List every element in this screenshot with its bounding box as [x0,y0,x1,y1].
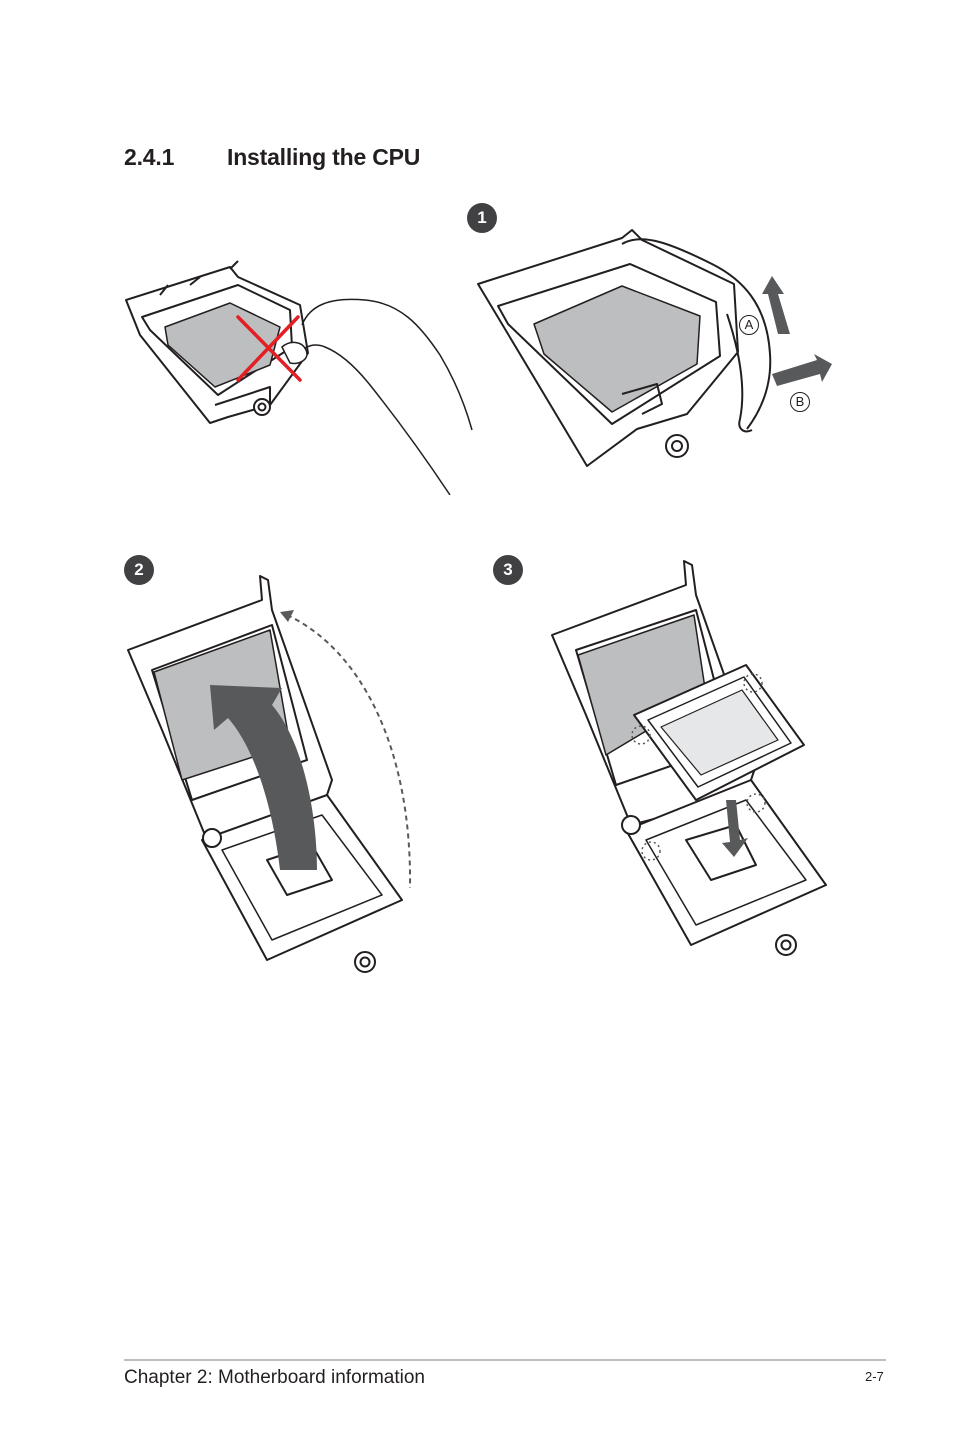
step-2-illustration [127,575,412,973]
step-1-illustration [477,229,832,467]
footer-chapter: Chapter 2: Motherboard information [124,1367,425,1388]
footer-divider [124,1359,886,1361]
lift-arrow [210,685,317,870]
arrow-right [772,354,832,386]
arrow-up [762,276,790,334]
warning-illustration [125,260,473,495]
step-1-badge: 1 [467,203,497,233]
section-number: 2.4.1 [124,144,175,170]
step-3-illustration [551,560,827,956]
insert-arrow [722,800,748,857]
step-1-arrows [762,276,832,386]
step-3-badge: 3 [493,555,523,585]
page-number: 2-7 [865,1369,884,1384]
cross-stroke-b [236,315,300,382]
section-title: Installing the CPU [227,144,421,170]
dashed-arc [286,614,412,889]
callout-b: B [790,392,810,412]
step-2-badge: 2 [124,555,154,585]
callout-a: A [739,315,759,335]
